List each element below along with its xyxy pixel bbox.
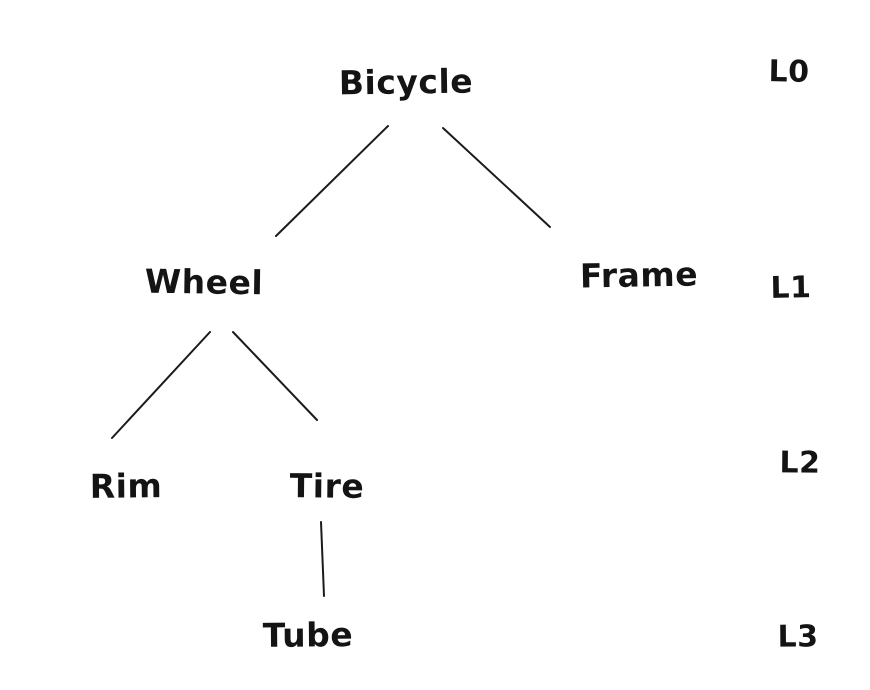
level-label-l0: L0 — [768, 54, 810, 90]
node-rim: Rim — [89, 466, 163, 506]
node-bicycle: Bicycle — [338, 61, 474, 103]
level-label-l3: L3 — [777, 619, 819, 655]
edge-wheel-tire — [232, 331, 318, 421]
level-label-l2: L2 — [779, 445, 821, 481]
node-tire: Tire — [289, 466, 365, 506]
node-frame: Frame — [579, 254, 699, 296]
node-wheel: Wheel — [144, 261, 264, 303]
level-label-l1: L1 — [770, 270, 812, 306]
node-tube: Tube — [262, 615, 354, 655]
edge-bicycle-frame — [442, 127, 551, 228]
edge-bicycle-wheel — [275, 125, 389, 237]
edge-tire-tube — [320, 521, 325, 597]
edge-wheel-rim — [111, 331, 211, 439]
